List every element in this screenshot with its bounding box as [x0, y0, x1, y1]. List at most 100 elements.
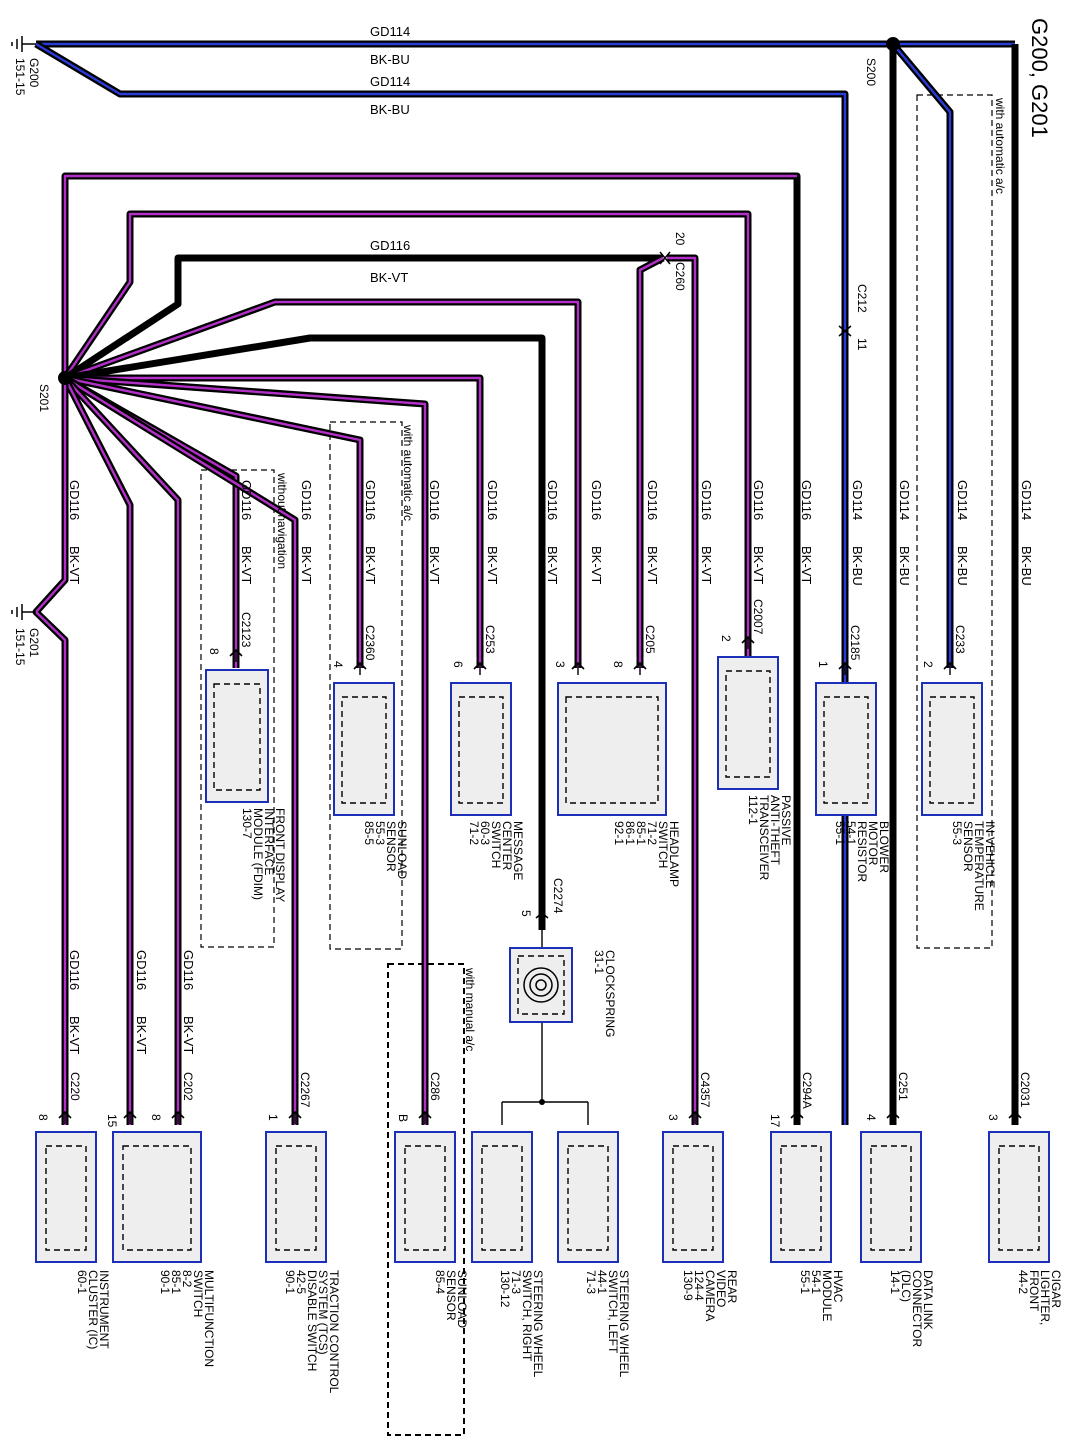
component-label: STEERING WHEEL — [617, 1270, 631, 1378]
component-inner — [870, 1145, 912, 1251]
component-label: 71-3 — [584, 1270, 598, 1294]
component-label: MODULE — [820, 1270, 834, 1321]
pin-label: 8 — [611, 661, 625, 668]
wire-circuit-label: GD114 — [850, 480, 865, 520]
connector-label: C4357 — [698, 1072, 712, 1108]
inline-connector-c212: C212 11 — [838, 284, 869, 351]
component-label: SUNLOAD — [455, 1270, 469, 1328]
pin-label: 8 — [149, 1114, 163, 1121]
component-label: CAMERA — [703, 1270, 717, 1321]
note-auto-ac-mid: with automatic a/c — [401, 424, 415, 521]
component-label: 112-1 — [746, 795, 760, 825]
clockspring-label: CLOCKSPRING — [603, 950, 617, 1037]
wire-circuit-label: GD116 — [299, 480, 314, 520]
component-label: SWITCH — [191, 1270, 205, 1317]
component-inner — [672, 1145, 714, 1251]
wire-circuit-label: GD114 — [955, 480, 970, 520]
component-inner — [341, 696, 387, 804]
component-label: SWITCH, RIGHT — [520, 1270, 534, 1362]
wire-color-label: BK-VT — [545, 546, 560, 584]
connector-label: C2123 — [239, 612, 253, 648]
component-inner — [929, 696, 975, 804]
component-label: 85-1 — [634, 821, 648, 845]
component-label: 44-1 — [595, 1270, 609, 1294]
pin-label: 1 — [266, 1114, 280, 1121]
component-inner — [458, 696, 504, 804]
component-label: SUNLOAD — [395, 821, 409, 879]
pin-label: 4 — [864, 1114, 878, 1121]
component-label: SENSOR — [444, 1270, 458, 1321]
component-inner — [565, 696, 659, 804]
inline-c212-pin: 11 — [855, 338, 869, 351]
component-label: SWITCH — [489, 821, 503, 868]
component-label: MOTOR — [866, 821, 880, 866]
component-label: (DLC) — [899, 1270, 913, 1302]
component-inner — [725, 670, 771, 778]
component-label: 130-9 — [681, 1270, 695, 1301]
optional-group-manual-ac — [387, 963, 465, 1436]
optional-group-auto-ac-mid — [329, 421, 403, 950]
connector-label: C2185 — [848, 625, 862, 661]
wire-circuit-label: GD116 — [645, 480, 660, 520]
inline-c260-label: C260 — [673, 262, 687, 291]
pin-label: 8 — [36, 1114, 50, 1121]
component-label: 60-3 — [478, 821, 492, 845]
connector-label: C2031 — [1018, 1072, 1032, 1108]
pin-label: 2 — [719, 635, 733, 642]
wire-circuit-label: GD116 — [67, 480, 82, 520]
component-label: 124-4 — [692, 1270, 706, 1301]
note-auto-ac-top: with automatic a/c — [993, 97, 1007, 194]
component-label: 14-1 — [888, 1270, 902, 1294]
wire-circuit-label: GD116 — [589, 480, 604, 520]
component-label: REAR — [725, 1270, 739, 1304]
wire-circuit-label: GD116 — [799, 480, 814, 520]
top-wire-1-color: BK-BU — [370, 52, 410, 67]
component-label: SWITCH — [656, 821, 670, 868]
wire-color-label: BK-VT — [485, 546, 500, 584]
component-label: 55-1 — [798, 1270, 812, 1294]
component-label: SYSTEM (TCS) — [316, 1270, 330, 1355]
component-label: FRONT DISPLAY — [273, 808, 287, 902]
ground-g200-ref: 151-15 — [13, 58, 27, 96]
component-label: TRANSCEIVER — [757, 795, 771, 881]
wire-circuit-label: GD116 — [181, 950, 196, 990]
component-inner — [780, 1145, 822, 1251]
connector-label: C286 — [428, 1072, 442, 1101]
pin-label: 8 — [207, 648, 221, 655]
component-label: SWITCH, LEFT — [606, 1270, 620, 1354]
wire-color-label: BK-VT — [134, 1016, 149, 1054]
wire-circuit-label: GD114 — [897, 480, 912, 520]
component-inner — [481, 1145, 523, 1251]
inline-c2274-pin: 5 — [519, 910, 533, 917]
connector-label: C2267 — [298, 1072, 312, 1108]
wire-color-label: BK-BU — [850, 546, 865, 586]
splice-s201 — [58, 371, 72, 385]
ground-g200: G200 151-15 — [11, 36, 41, 96]
wire-circuit-label: GD114 — [1019, 480, 1034, 520]
wire-circuit-label: GD116 — [427, 480, 442, 520]
wire-circuit-label: GD116 — [485, 480, 500, 520]
pin-label: B — [396, 1114, 410, 1122]
wire-labels: GD116BK-VTGD116BK-VTGD116BK-VTGD116BK-VT… — [67, 480, 1034, 1054]
component-inner — [404, 1145, 446, 1251]
inline-connector-c2274: C2274 5 — [519, 878, 565, 919]
wire-color-label: BK-VT — [699, 546, 714, 584]
pin-label: 3 — [986, 1114, 1000, 1121]
note-manual-ac: with manual a/c — [463, 967, 477, 1051]
component-label: 130-7 — [240, 808, 254, 839]
wire-color-label: BK-BU — [955, 546, 970, 586]
wire-color-label: BK-VT — [799, 546, 814, 584]
